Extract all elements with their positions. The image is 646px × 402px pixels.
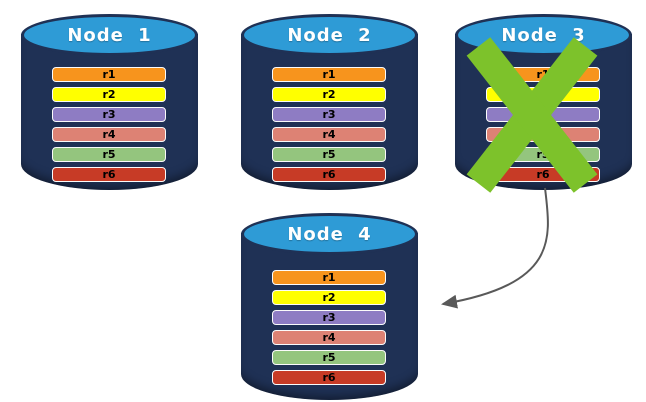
replica-bar-r6: r6 (272, 370, 386, 385)
node-4-cylinder-top: Node 4 (241, 213, 418, 255)
node-4-replica-list: r1 r2 r3 r4 r5 r6 (272, 270, 386, 390)
replica-bar-r2: r2 (52, 87, 166, 102)
replica-bar-r3: r3 (52, 107, 166, 122)
replica-bar-r5: r5 (272, 147, 386, 162)
node-2-replica-list: r1 r2 r3 r4 r5 r6 (272, 67, 386, 187)
replica-bar-r6: r6 (52, 167, 166, 182)
node-failure-x-icon (466, 37, 597, 193)
node-1-label: Node 1 (67, 24, 152, 46)
node-1-replica-list: r1 r2 r3 r4 r5 r6 (52, 67, 166, 187)
replica-bar-r1: r1 (272, 270, 386, 285)
node-2-cylinder-top: Node 2 (241, 14, 418, 56)
node-4-cylinder: Node 4 r1 r2 r3 r4 r5 r6 (241, 213, 418, 400)
node-3-cylinder: Node 3 r1 r2 r3 r4 r5 r6 (455, 14, 632, 193)
failover-arrow-path (441, 187, 549, 309)
node-2-label: Node 2 (287, 24, 372, 46)
replica-bar-r2: r2 (272, 290, 386, 305)
node-2-cylinder: Node 2 r1 r2 r3 r4 r5 r6 (241, 14, 418, 190)
replica-bar-r1: r1 (52, 67, 166, 82)
node-1-cylinder: Node 1 r1 r2 r3 r4 r5 r6 (21, 14, 198, 190)
node-3-label: Node 3 (501, 24, 586, 46)
replica-bar-r4: r4 (272, 330, 386, 345)
replica-bar-r6: r6 (272, 167, 386, 182)
replica-bar-r5: r5 (52, 147, 166, 162)
replica-bar-r3: r3 (272, 310, 386, 325)
replica-bar-r3: r3 (272, 107, 386, 122)
node-1-cylinder-top: Node 1 (21, 14, 198, 56)
replica-bar-r4: r4 (272, 127, 386, 142)
replica-bar-r2: r2 (272, 87, 386, 102)
replica-bar-r1: r1 (272, 67, 386, 82)
replica-bar-r5: r5 (272, 350, 386, 365)
node-4-label: Node 4 (287, 223, 372, 245)
replica-bar-r4: r4 (52, 127, 166, 142)
